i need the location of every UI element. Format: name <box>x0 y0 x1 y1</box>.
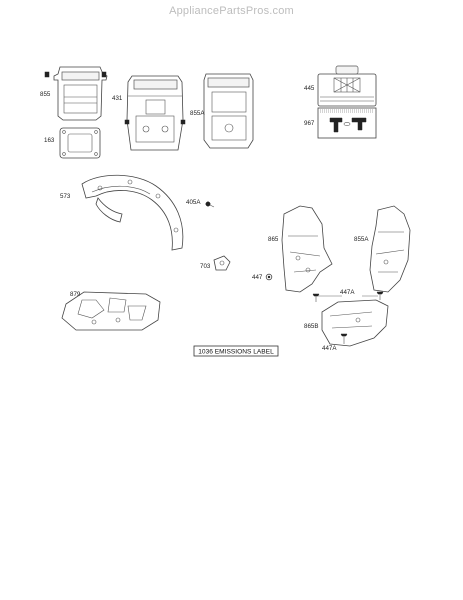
callout-405A: 405A <box>186 199 201 206</box>
part-573-shroud[interactable] <box>81 174 184 251</box>
callout-967: 967 <box>304 120 315 127</box>
emissions-label-box: 1036 EMISSIONS LABEL <box>193 345 279 357</box>
callout-447: 447 <box>252 274 263 281</box>
watermark: AppliancePartsPros.com <box>169 5 294 17</box>
part-865B-baffle[interactable] <box>321 299 389 347</box>
part-447A-screws[interactable] <box>312 291 384 302</box>
callout-445: 445 <box>304 85 315 92</box>
callout-431: 431 <box>112 95 123 102</box>
part-879-plate[interactable] <box>61 291 161 331</box>
part-855A-baffle[interactable] <box>369 205 411 293</box>
callout-447A-a: 447A <box>340 289 355 296</box>
callout-447A-b: 447A <box>322 345 337 352</box>
callout-163: 163 <box>44 137 55 144</box>
part-855-cover[interactable] <box>44 66 108 121</box>
part-163-gasket[interactable] <box>59 127 101 159</box>
part-967-decal[interactable] <box>317 107 377 139</box>
part-431-housing[interactable] <box>124 75 186 151</box>
callout-865: 865 <box>268 236 279 243</box>
callout-855: 855 <box>40 91 51 98</box>
callout-855A-top: 855A <box>190 110 205 117</box>
callout-879: 879 <box>70 291 81 298</box>
part-447A-screw-lower[interactable] <box>340 333 348 344</box>
emissions-label-text: 1036 EMISSIONS LABEL <box>198 349 274 356</box>
callout-865B: 865B <box>304 323 318 330</box>
part-865-baffle[interactable] <box>281 205 333 293</box>
callout-855A-right: 855A <box>354 236 369 243</box>
part-405A-screw[interactable] <box>205 201 215 208</box>
part-445-air-filter[interactable] <box>317 65 377 107</box>
part-447-screw[interactable] <box>265 273 273 281</box>
callout-573: 573 <box>60 193 71 200</box>
part-855A-cover[interactable] <box>203 73 254 149</box>
part-703-guide[interactable] <box>213 255 231 271</box>
callout-703: 703 <box>200 263 211 270</box>
